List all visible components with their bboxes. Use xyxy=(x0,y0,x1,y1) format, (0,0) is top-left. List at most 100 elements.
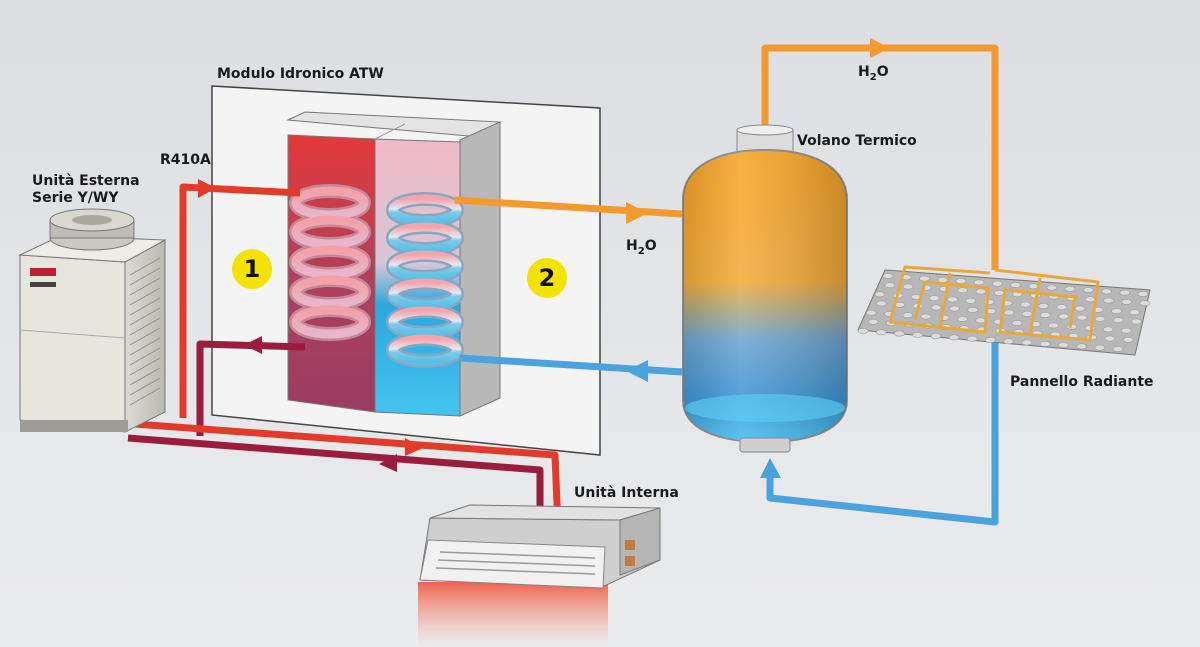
arrow-indoor-supply xyxy=(405,438,423,456)
panel-stud xyxy=(1011,320,1023,326)
panel-stud xyxy=(1137,291,1149,297)
panel-stud xyxy=(1121,327,1132,334)
arrow-hot-water-out xyxy=(870,38,890,58)
cold-water-return xyxy=(766,330,999,526)
panel-stud xyxy=(857,328,869,334)
panel-stud xyxy=(1111,308,1122,314)
panel-stud xyxy=(947,296,958,303)
panel-stud xyxy=(1129,309,1140,316)
radiant-panel-label: Pannello Radiante xyxy=(1010,374,1154,390)
indoor-unit-label: Unità Interna xyxy=(574,485,679,501)
panel-stud xyxy=(876,300,887,307)
panel-stud xyxy=(1010,282,1021,288)
panel-stud xyxy=(1076,343,1087,350)
panel-stud xyxy=(894,330,905,337)
panel-stud xyxy=(930,333,942,339)
panel-stud xyxy=(912,331,923,338)
panel-stud xyxy=(1083,287,1094,293)
refrigerant-supply-line xyxy=(179,183,301,418)
outdoor-unit xyxy=(18,208,167,433)
indoor-supply-line xyxy=(134,420,562,529)
panel-stud xyxy=(1119,289,1131,296)
panel-stud xyxy=(991,280,1003,287)
water-label-top: H2O xyxy=(858,64,889,83)
panel-stud xyxy=(1139,300,1151,307)
panel-stud xyxy=(1131,318,1142,325)
indoor-unit xyxy=(418,504,661,647)
panel-stud xyxy=(930,304,942,311)
refrigerant-coil xyxy=(289,184,371,341)
panel-stud xyxy=(1122,336,1134,343)
panel-stud xyxy=(965,297,977,304)
panel-stud xyxy=(1112,346,1124,352)
panel-stud xyxy=(1113,317,1124,324)
radiant-floor-panel xyxy=(857,265,1151,356)
module-title: Modulo Idronico ATW xyxy=(217,66,384,82)
arrow-hot-water-in xyxy=(626,202,648,224)
panel-stud xyxy=(1020,301,1031,308)
refrigerant-arrows xyxy=(198,179,423,472)
stage-badge-2: 2 xyxy=(527,258,567,298)
panel-stud xyxy=(882,273,894,279)
outdoor-unit-label-line2: Serie Y/WY xyxy=(32,190,119,206)
panel-stud xyxy=(1021,339,1033,346)
water-coil xyxy=(386,192,464,368)
panel-stud xyxy=(1038,302,1049,309)
panel-stud xyxy=(1058,313,1069,320)
panel-stud xyxy=(975,317,986,324)
panel-stud xyxy=(875,329,887,336)
panel-stud xyxy=(884,282,896,289)
panel-stud xyxy=(966,335,978,342)
panel-stud xyxy=(1121,298,1132,305)
panel-stud xyxy=(937,276,948,283)
water-arrows xyxy=(626,38,890,478)
panel-stud xyxy=(867,318,879,325)
panel-stud xyxy=(874,291,886,298)
panel-stud xyxy=(1101,288,1112,295)
panel-stud xyxy=(1039,340,1051,347)
panel-stud xyxy=(1046,284,1058,291)
panel-stud xyxy=(1058,342,1069,348)
panel-stud xyxy=(920,313,932,320)
panel-stud xyxy=(1003,309,1015,316)
panel-stud xyxy=(975,288,987,295)
panel-stud xyxy=(865,309,877,316)
panel-stud xyxy=(1084,296,1096,303)
outdoor-unit-label-line1: Unità Esterna xyxy=(32,173,140,189)
panel-stud xyxy=(1076,314,1088,321)
panel-stud xyxy=(1021,310,1033,317)
arrow-refrigerant-in xyxy=(198,179,216,198)
refrigerant-label: R410A xyxy=(160,152,211,168)
panel-stud xyxy=(1094,344,1106,351)
panel-stud xyxy=(957,316,968,322)
stage-badge-1: 1 xyxy=(232,249,272,289)
panel-stud xyxy=(1056,304,1068,311)
arrow-refrigerant-out xyxy=(244,336,262,354)
panel-stud xyxy=(985,337,996,343)
panel-stud xyxy=(1040,312,1051,318)
thermal-tank xyxy=(682,124,848,453)
panel-stud xyxy=(973,279,985,286)
panel-stud xyxy=(1064,285,1076,292)
panel-stud xyxy=(1103,297,1114,304)
panel-stud xyxy=(967,306,978,313)
water-label-middle: H2O xyxy=(626,238,657,257)
panel-stud xyxy=(902,312,914,319)
refrigerant-return-line xyxy=(196,340,306,436)
panel-stud xyxy=(957,287,969,294)
panel-stud xyxy=(919,275,930,282)
panel-stud xyxy=(1104,335,1116,342)
arrow-cold-water-in xyxy=(760,458,781,478)
arrow-indoor-return xyxy=(379,454,397,472)
panel-stud xyxy=(955,278,967,284)
arrow-cold-water-out xyxy=(626,360,648,382)
panel-stud xyxy=(1048,322,1059,329)
panel-stud xyxy=(1094,315,1106,322)
panel-stud xyxy=(948,334,960,341)
panel-stud xyxy=(928,295,940,302)
panel-stud xyxy=(902,283,914,290)
panel-stud xyxy=(1003,338,1015,345)
panel-stud xyxy=(993,289,1005,296)
